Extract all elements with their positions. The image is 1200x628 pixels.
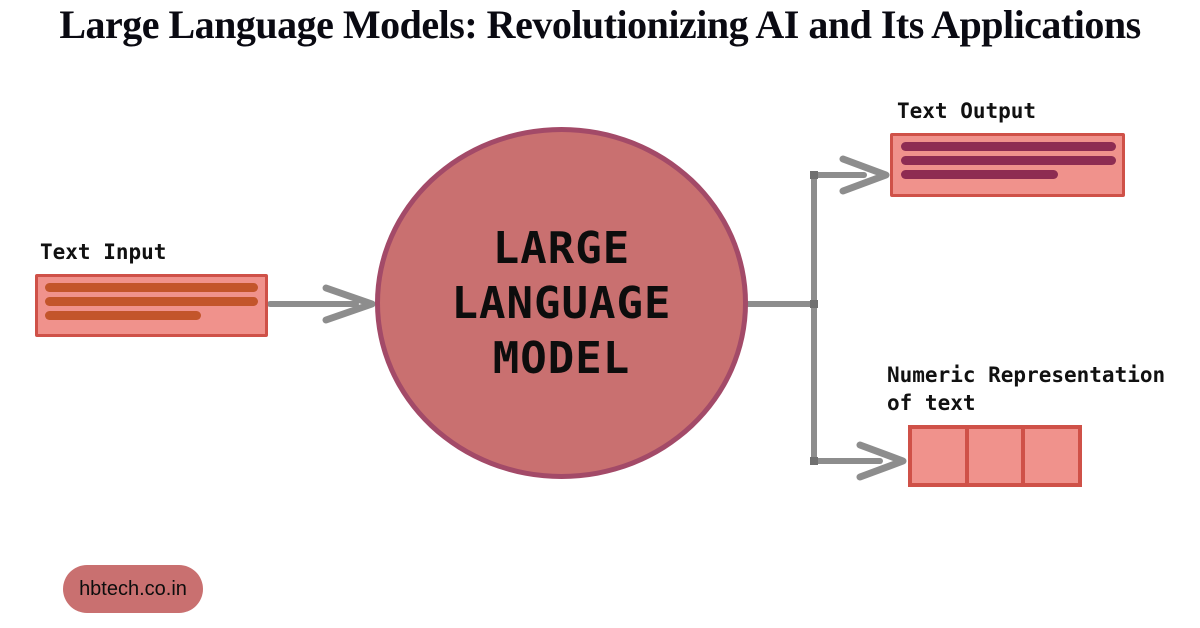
numeric-cell	[912, 429, 965, 483]
numeric-cell	[964, 429, 1022, 483]
llm-circle-text-line-3: MODEL	[492, 332, 631, 384]
text-line	[45, 311, 201, 320]
numeric-representation-box	[908, 425, 1082, 487]
text-line	[45, 283, 258, 292]
input-arrow	[267, 284, 376, 324]
numeric-cell	[1021, 429, 1078, 483]
text-input-label: Text Input	[40, 240, 167, 264]
llm-circle: LARGE LANGUAGE MODEL	[375, 127, 748, 479]
text-output-label: Text Output	[897, 99, 1037, 123]
text-line	[901, 156, 1116, 165]
page-title: Large Language Models: Revolutionizing A…	[59, 2, 1141, 47]
text-line	[45, 297, 258, 306]
numeric-label-line-2: of text	[887, 391, 976, 415]
text-line	[901, 142, 1116, 151]
text-line	[901, 170, 1058, 179]
watermark-text: hbtech.co.in	[79, 577, 187, 600]
branch-connector	[743, 155, 907, 481]
watermark-badge: hbtech.co.in	[63, 565, 203, 613]
llm-circle-text-line-1: LARGE	[492, 222, 631, 274]
text-output-box	[890, 133, 1125, 197]
llm-circle-text-line-2: LANGUAGE	[451, 277, 672, 329]
numeric-representation-label: Numeric Representation of text	[887, 361, 1165, 417]
text-input-box	[35, 274, 268, 337]
numeric-label-line-1: Numeric Representation	[887, 363, 1166, 387]
